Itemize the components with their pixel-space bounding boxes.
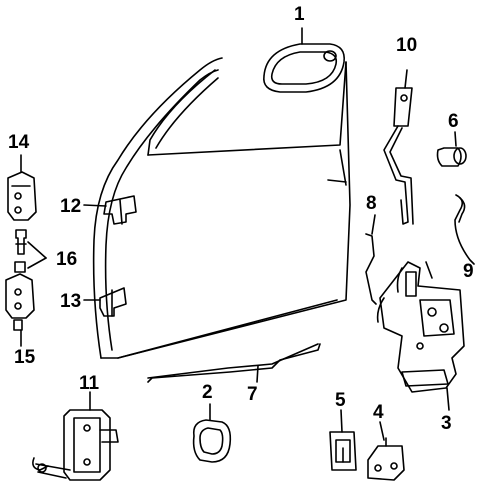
- callout-6: 6: [448, 111, 459, 132]
- hinge-bracket-upper: [7, 154, 37, 221]
- callout-7: 7: [247, 384, 258, 405]
- rod-9: [454, 194, 475, 265]
- callout-2: 2: [202, 382, 213, 403]
- door-shell: [92, 57, 351, 359]
- callout-13: 13: [60, 291, 82, 312]
- callout-1: 1: [294, 4, 305, 25]
- callout-8: 8: [366, 193, 377, 214]
- hinge-pins: [14, 229, 47, 273]
- clip: [329, 409, 357, 471]
- callout-3: 3: [441, 413, 452, 434]
- actuator: [383, 69, 414, 225]
- callout-9: 9: [463, 261, 474, 282]
- callout-5: 5: [335, 390, 346, 411]
- callout-12: 12: [60, 196, 82, 217]
- hinge-bracket-lower: [5, 273, 35, 347]
- rod-8: [365, 214, 377, 305]
- striker: [367, 421, 405, 481]
- lock-assembly: [376, 261, 465, 411]
- callout-10: 10: [396, 35, 418, 56]
- callout-4: 4: [373, 402, 384, 423]
- callout-11: 11: [79, 373, 100, 394]
- lock-cylinder: [436, 131, 467, 167]
- callout-16: 16: [56, 249, 78, 270]
- callout-15: 15: [14, 347, 36, 368]
- lock-rod: [147, 343, 321, 383]
- door-check: [32, 391, 119, 481]
- lower-hinge: [83, 287, 127, 317]
- upper-hinge: [83, 195, 137, 225]
- inside-handle: [192, 403, 232, 463]
- callout-14: 14: [8, 132, 30, 153]
- outside-handle: [263, 27, 346, 93]
